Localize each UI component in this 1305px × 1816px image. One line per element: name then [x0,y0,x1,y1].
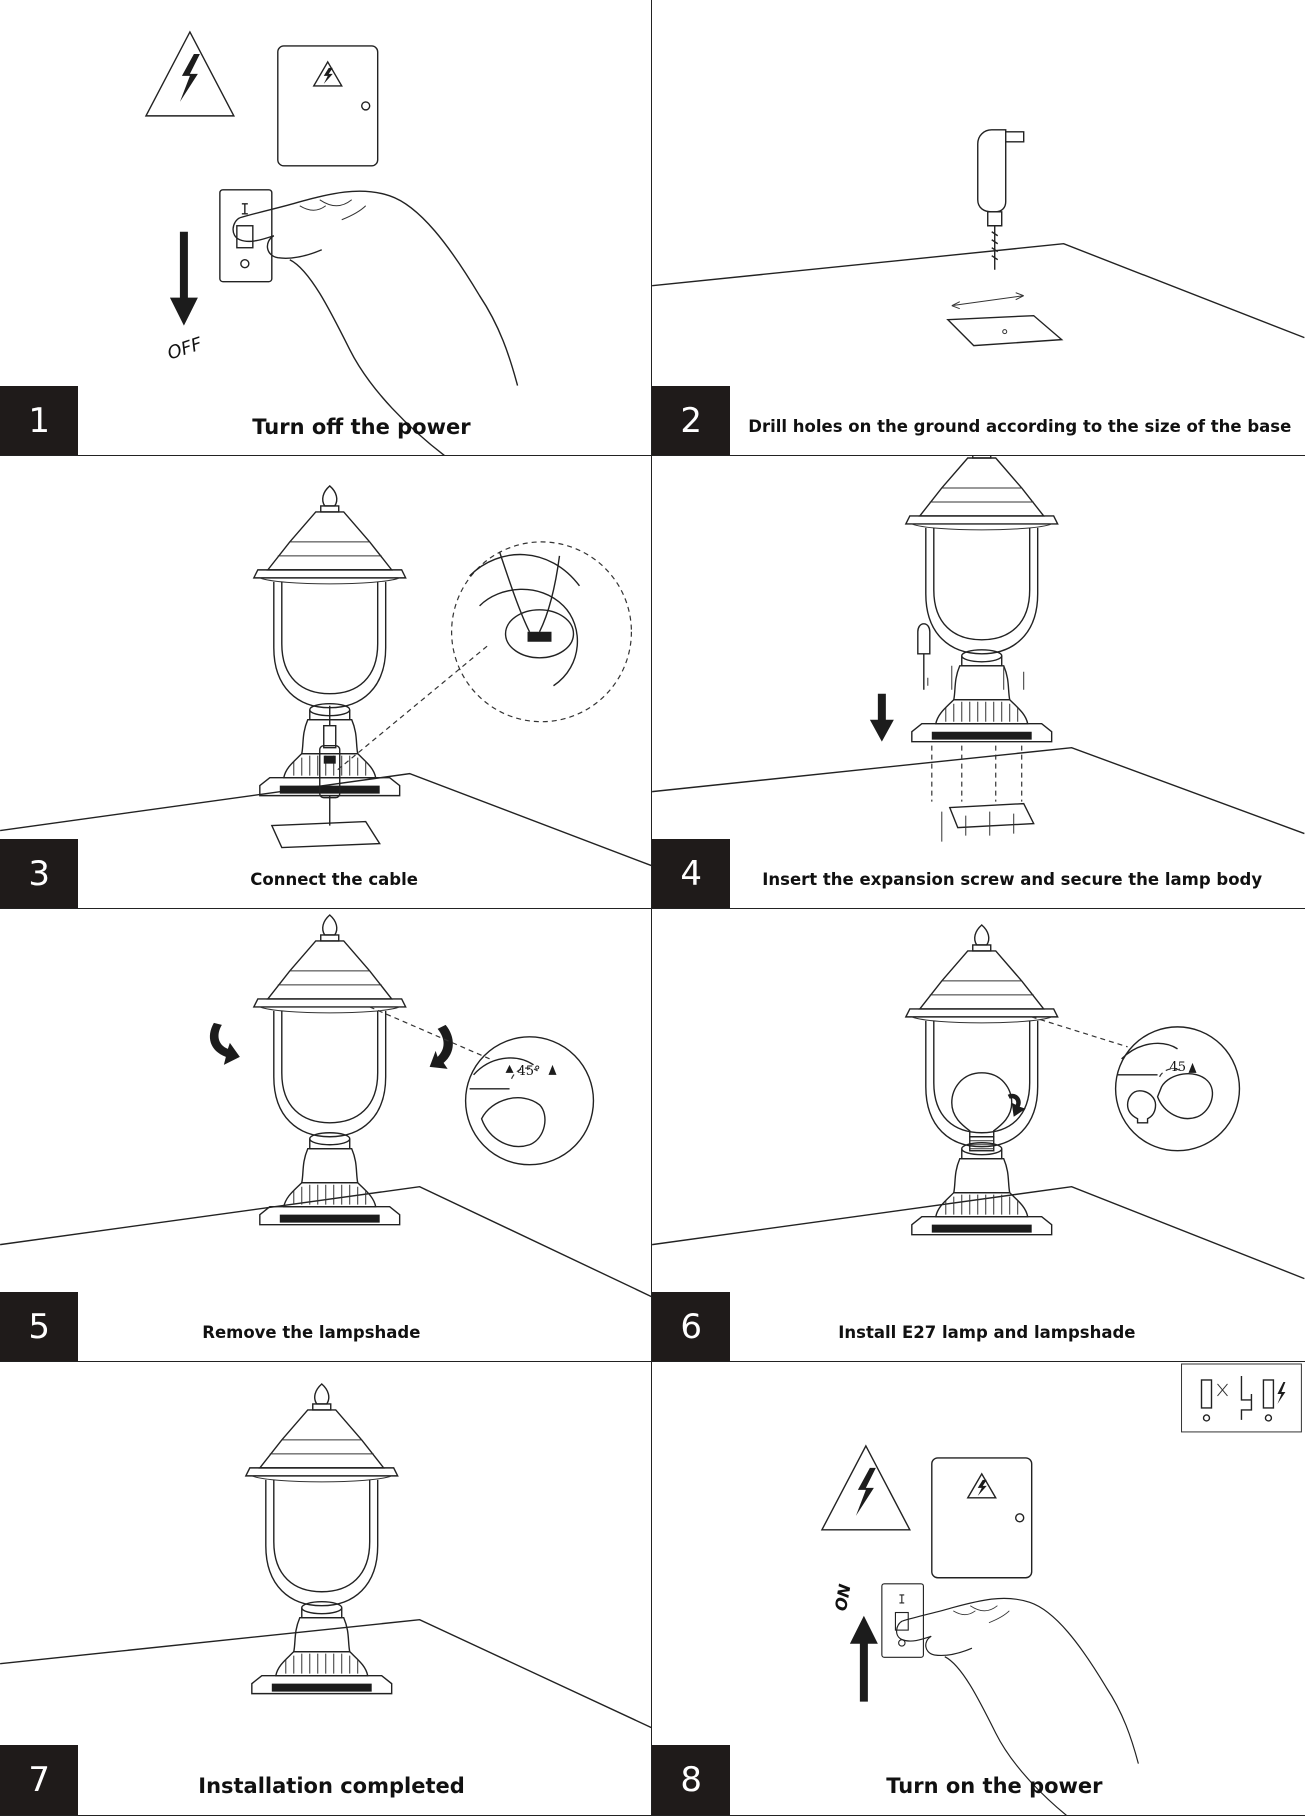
power-on-illustration: ON [652,1362,1305,1815]
drill-illustration [652,0,1305,456]
step-caption: Insert the expansion screw and secure th… [762,851,1262,909]
secure-lamp-illustration [652,456,1305,909]
power-off-illustration: OFF [0,0,652,456]
step-number: 8 [652,1745,730,1815]
step-caption: Turn off the power [252,398,470,456]
connect-cable-illustration [0,456,652,909]
breaker-status-icon [1182,1364,1302,1432]
electrical-box-icon [932,1458,1032,1578]
cable-connector-icon [320,706,340,826]
detail-circle [466,1037,594,1165]
step-5-panel: 45° 5 Remove the lampshade [0,908,653,1363]
lamp-icon [246,1384,398,1694]
step-caption: Drill holes on the ground according to t… [748,398,1291,456]
step-caption: Turn on the power [886,1757,1102,1815]
step-number: 4 [652,839,730,909]
down-arrow-icon [170,232,198,326]
lamp-icon [906,456,1058,742]
step-number: 1 [0,386,78,456]
angle-label: 45° [518,1064,541,1079]
rotate-arrow-icon [1008,1094,1026,1117]
electric-warning-icon [822,1446,910,1530]
step-7-panel: 7 Installation completed [0,1361,653,1816]
remove-lampshade-illustration: 45° [0,909,652,1362]
step-caption: Connect the cable [250,851,418,909]
installation-complete-illustration [0,1362,652,1815]
step-3-panel: 3 Connect the cable [0,455,653,910]
base-outline [948,316,1062,346]
on-label: ON [831,1582,854,1612]
step-number: 6 [652,1292,730,1362]
step-number: 3 [0,839,78,909]
step-4-panel: 4 Insert the expansion screw and secure … [651,455,1305,910]
down-arrow-icon [870,694,894,742]
step-number: 5 [0,1292,78,1362]
electric-warning-icon [146,32,234,116]
up-arrow-icon [850,1616,878,1702]
lamp-icon [254,486,406,796]
rotate-arrow-right-icon [430,1025,453,1069]
step-caption: Install E27 lamp and lampshade [838,1304,1135,1362]
off-label: OFF [165,334,205,365]
wall-switch-icon [220,190,272,282]
step-caption: Installation completed [198,1757,465,1815]
lamp-icon [906,925,1058,1235]
detail-circle [1116,1027,1240,1151]
electrical-box-icon [278,46,378,166]
step-8-panel: ON 8 Turn on the power [651,1361,1305,1816]
install-bulb-illustration: 45 [652,909,1305,1362]
light-bulb-icon [952,1073,1012,1151]
step-number: 2 [652,386,730,456]
lamp-icon [254,915,406,1225]
angle-label: 45 [1170,1060,1187,1075]
step-6-panel: 45 6 Install E27 lamp and lampshade [651,908,1305,1363]
step-number: 7 [0,1745,78,1815]
step-1-panel: OFF 1 Turn off the power [0,0,653,457]
step-caption: Remove the lampshade [202,1304,420,1362]
step-2-panel: 2 Drill holes on the ground according to… [651,0,1305,457]
rotate-arrow-left-icon [210,1023,240,1065]
